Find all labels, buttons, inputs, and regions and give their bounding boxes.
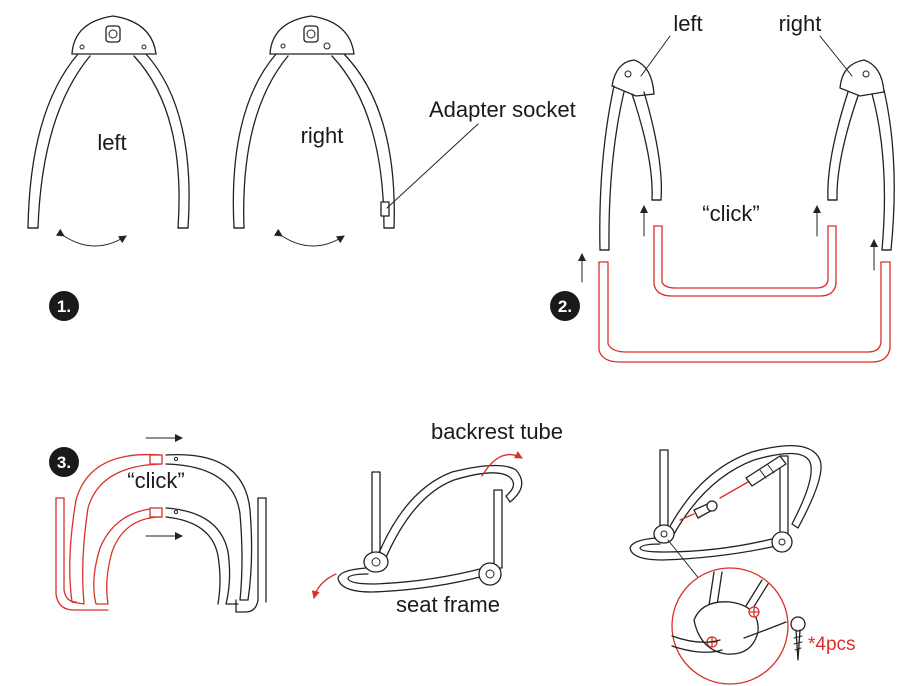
adapter-socket-mark	[380, 201, 390, 217]
step2-left-leader	[640, 35, 671, 77]
step2-base-frame-outer	[598, 261, 891, 363]
step-badge-2: 2.	[550, 291, 580, 321]
step2-right-label: right	[779, 11, 822, 36]
svg-text:3.: 3.	[57, 453, 71, 472]
step1-right-leg	[232, 15, 395, 247]
screws-count-label: *4pcs	[808, 634, 856, 655]
step-badge-1: 1.	[49, 291, 79, 321]
step2-left-label: left	[673, 11, 702, 36]
svg-text:1.: 1.	[57, 297, 71, 316]
svg-text:2.: 2.	[558, 297, 572, 316]
step2-right-leader	[819, 35, 853, 77]
step2-click-label: “click”	[702, 201, 759, 226]
step2-base-frame-inner	[653, 225, 837, 297]
step-badge-3: 3.	[49, 447, 79, 477]
step3-right-assembly	[629, 445, 822, 561]
detail-leader	[667, 539, 701, 581]
step2-right-leg	[827, 59, 895, 251]
step3-click-label: “click”	[127, 468, 184, 493]
step3-red-frame	[55, 453, 163, 611]
screw-icon	[679, 500, 718, 521]
seat-frame-label: seat frame	[396, 592, 500, 617]
step3-middle-assembly	[311, 451, 523, 599]
screwdriver-icon	[719, 455, 787, 499]
step2-left-leg	[599, 59, 663, 251]
screw-detail-icon	[790, 616, 806, 661]
step1-left-leg	[27, 15, 190, 247]
step3-gray-frame	[165, 453, 267, 613]
backrest-label: backrest tube	[431, 419, 563, 444]
step1-right-label: right	[301, 123, 344, 148]
detail-zoom-circle	[671, 567, 789, 685]
socket-leader-line	[386, 123, 479, 209]
step1-left-label: left	[97, 130, 126, 155]
socket-label: Adapter socket	[429, 97, 576, 122]
